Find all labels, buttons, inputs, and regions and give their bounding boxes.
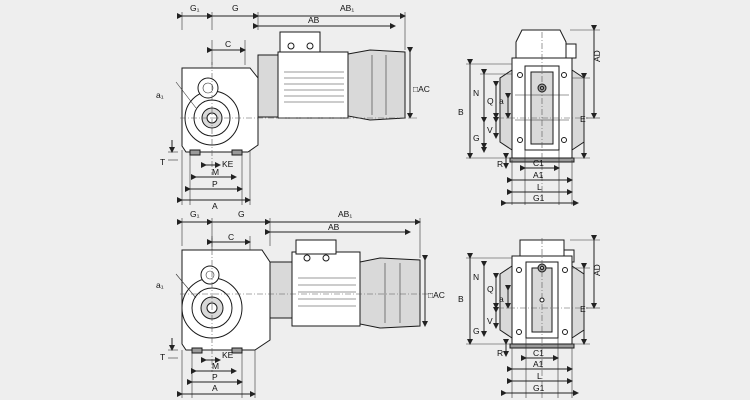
terminal-box-bottom bbox=[295, 239, 337, 255]
label-c-top: C bbox=[225, 39, 231, 49]
label-ke-bottom: KE bbox=[222, 350, 234, 360]
label-c-bottom: C bbox=[228, 232, 234, 242]
label-c1-bottom: C1 bbox=[533, 348, 544, 358]
side-view-top: AD E N B Q a V G R C1 A1 L G1 bbox=[458, 25, 602, 206]
label-r-top: R bbox=[497, 159, 503, 169]
label-ac-bottom: □AC bbox=[428, 290, 445, 300]
label-g-side-bottom: G bbox=[473, 326, 480, 336]
label-p-top: P bbox=[212, 179, 218, 189]
side-view-bottom: AD E N B Q a V G R C1 A1 L G1 bbox=[458, 235, 602, 398]
label-m-top: M bbox=[212, 167, 219, 177]
motor-body bbox=[277, 51, 349, 119]
label-t-top: T bbox=[160, 157, 165, 167]
motor-adapter-bottom bbox=[269, 261, 293, 319]
motor-behind-top bbox=[515, 29, 567, 59]
front-view-top: G₁ G AB₁ AB C □AC a₁ T KE M P A bbox=[156, 3, 430, 211]
label-n-top: N bbox=[473, 88, 479, 98]
motor-adapter bbox=[257, 54, 279, 118]
label-ab-top: AB bbox=[308, 15, 320, 25]
label-v-top: V bbox=[487, 125, 493, 135]
label-r-bottom: R bbox=[497, 348, 503, 358]
fan-cover-bottom bbox=[359, 257, 421, 329]
label-b-bottom: B bbox=[458, 294, 464, 304]
label-a1-bottom: a₁ bbox=[156, 280, 164, 290]
label-g1side-top: G1 bbox=[533, 193, 545, 203]
label-e-top: E bbox=[580, 114, 586, 124]
label-ke-top: KE bbox=[222, 159, 234, 169]
label-t-bottom: T bbox=[160, 352, 165, 362]
label-ad-top: AD bbox=[592, 50, 602, 62]
label-a1side-bottom: A1 bbox=[533, 359, 544, 369]
label-e-bottom: E bbox=[580, 304, 586, 314]
label-n-bottom: N bbox=[473, 272, 479, 282]
label-a-small-bottom: a bbox=[499, 294, 504, 304]
front-view-bottom: G₁ G AB₁ AB C □AC a₁ T KE M P A bbox=[156, 209, 445, 398]
label-l-bottom: L bbox=[537, 371, 542, 381]
label-g-bottom: G bbox=[238, 209, 245, 219]
motor-body-bottom bbox=[291, 251, 361, 327]
label-g-top: G bbox=[232, 3, 239, 13]
label-a-bottom: A bbox=[212, 383, 218, 393]
label-c1-top: C1 bbox=[533, 158, 544, 168]
label-q-top: Q bbox=[487, 96, 494, 106]
label-p-bottom: P bbox=[212, 372, 218, 382]
label-l-top: L bbox=[537, 182, 542, 192]
label-b-top: B bbox=[458, 107, 464, 117]
label-a-small-top: a bbox=[499, 96, 504, 106]
label-a1side-top: A1 bbox=[533, 170, 544, 180]
label-g1-top: G₁ bbox=[190, 3, 200, 13]
label-ab1-bottom: AB₁ bbox=[338, 209, 352, 219]
label-v-bottom: V bbox=[487, 316, 493, 326]
fan-cover bbox=[347, 49, 406, 121]
label-g1-bottom: G₁ bbox=[190, 209, 200, 219]
terminal-box bbox=[279, 31, 321, 53]
label-a1-top: a₁ bbox=[156, 90, 164, 100]
label-ab-bottom: AB bbox=[328, 222, 340, 232]
label-g-side-top: G bbox=[473, 133, 480, 143]
label-m-bottom: M bbox=[212, 361, 219, 371]
label-a-top: A bbox=[212, 201, 218, 211]
label-g1side-bottom: G1 bbox=[533, 383, 545, 393]
label-q-bottom: Q bbox=[487, 284, 494, 294]
label-ac-top: □AC bbox=[413, 84, 430, 94]
label-ab1-top: AB₁ bbox=[340, 3, 354, 13]
label-ad-bottom: AD bbox=[592, 264, 602, 276]
